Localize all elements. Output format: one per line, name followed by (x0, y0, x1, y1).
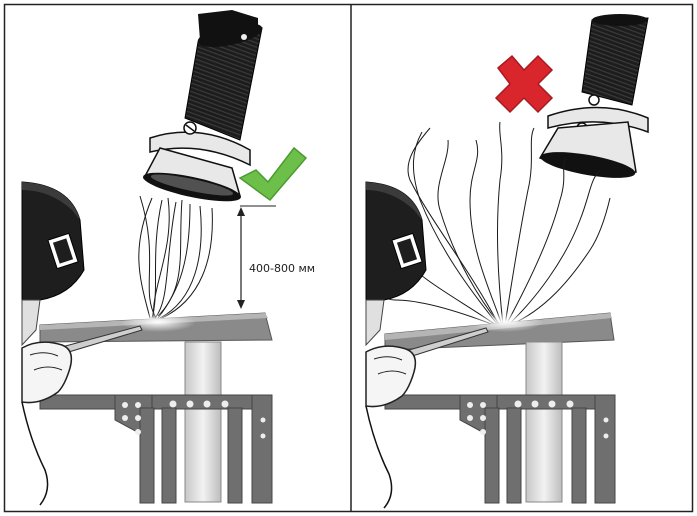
welding-table (385, 312, 615, 503)
fume-streams (139, 196, 213, 318)
welder (22, 182, 142, 505)
cross-mark-icon (496, 56, 552, 112)
dimension-label: 400-800 мм (249, 262, 315, 275)
extraction-hose-body (582, 18, 648, 105)
panel-correct: 400-800 мм (22, 10, 315, 505)
panel-incorrect (366, 14, 648, 508)
dimension-arrow-top (237, 207, 245, 216)
welding-glove (22, 342, 71, 402)
dimension-arrow-bottom (237, 300, 245, 309)
welding-table (40, 312, 272, 503)
